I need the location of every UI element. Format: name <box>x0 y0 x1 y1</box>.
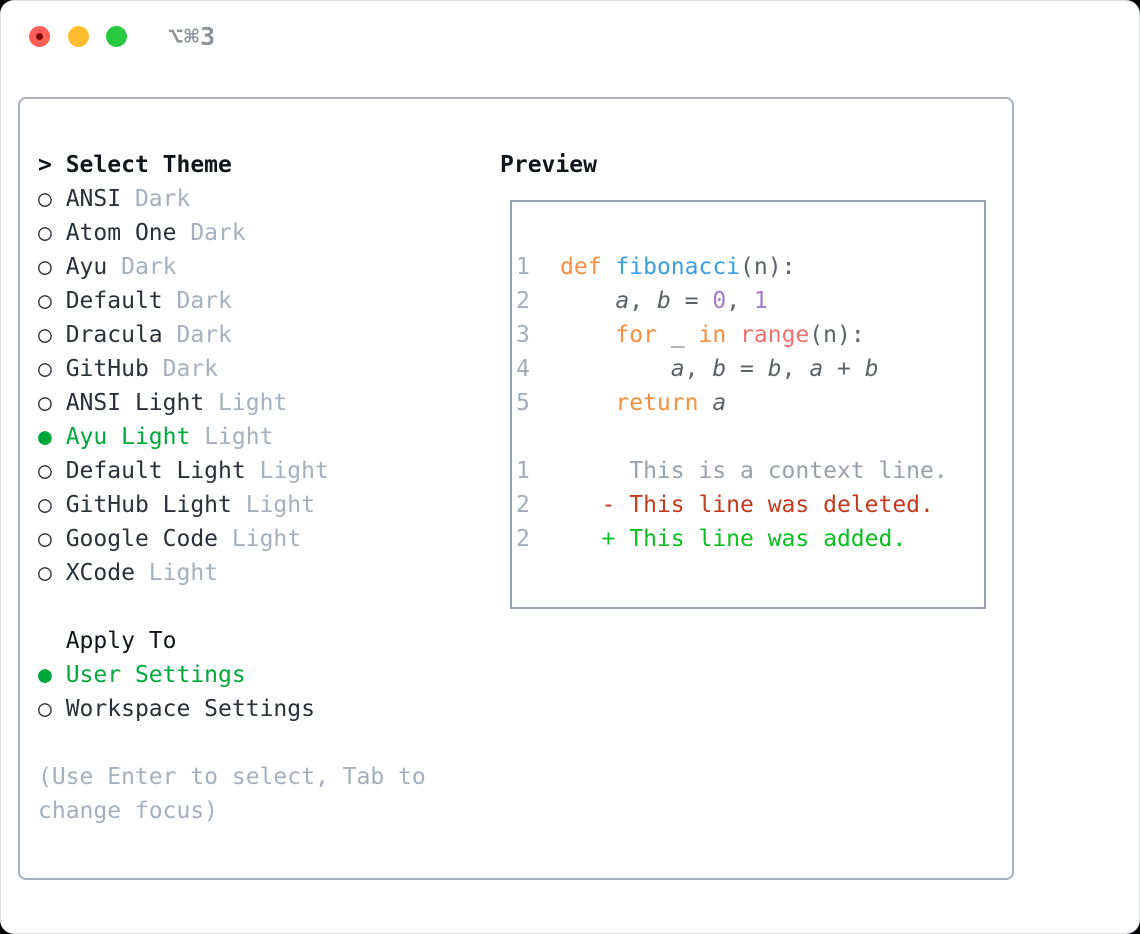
radio-icon: ○ <box>38 696 66 722</box>
added-line: 2 + This line was added. <box>516 522 984 556</box>
radio-icon: ○ <box>38 458 66 484</box>
line-number: 3 <box>516 322 530 348</box>
theme-name: Ayu Light <box>65 424 205 450</box>
radio-icon: ○ <box>38 526 66 552</box>
theme-option-dracula-dark[interactable]: ○ Dracula Dark <box>38 318 426 352</box>
code-line: 3 for _ in range(n): <box>516 318 984 352</box>
theme-option-atom-one-dark[interactable]: ○ Atom One Dark <box>38 216 426 250</box>
apply-to-header: Apply To <box>38 624 426 658</box>
line-number: 1 <box>516 458 530 484</box>
apply-option-user-settings[interactable]: ● User Settings <box>38 658 426 692</box>
theme-variant-badge: Dark <box>190 220 246 246</box>
theme-option-ayu-dark[interactable]: ○ Ayu Dark <box>38 250 426 284</box>
theme-name: XCode <box>65 560 149 586</box>
theme-picker-panel: > Select Theme○ ANSI Dark○ Atom One Dark… <box>18 97 1014 880</box>
radio-icon: ○ <box>38 356 66 382</box>
radio-icon: ○ <box>38 390 66 416</box>
theme-variant-badge: Light <box>245 492 315 518</box>
theme-variant-badge: Dark <box>176 322 232 348</box>
theme-name: Ayu <box>65 254 122 280</box>
theme-name: Default <box>65 288 177 314</box>
code-line: 2 a, b = 0, 1 <box>516 284 984 318</box>
maximize-button[interactable] <box>106 26 127 47</box>
theme-name: GitHub <box>65 356 163 382</box>
focus-caret-icon: > <box>38 152 66 178</box>
deleted-line: 2 - This line was deleted. <box>516 488 984 522</box>
help-text-line-1: (Use Enter to select, Tab to <box>38 764 426 790</box>
theme-variant-badge: Light <box>204 424 274 450</box>
theme-name: ANSI Light <box>65 390 219 416</box>
radio-selected-icon: ● <box>38 662 66 688</box>
code-line: 5 return a <box>516 386 984 420</box>
theme-option-github-dark[interactable]: ○ GitHub Dark <box>38 352 426 386</box>
theme-list: > Select Theme○ ANSI Dark○ Atom One Dark… <box>38 148 426 828</box>
theme-name: GitHub Light <box>65 492 246 518</box>
radio-icon: ○ <box>38 492 66 518</box>
apply-option-label: Workspace Settings <box>65 696 315 722</box>
theme-name: Dracula <box>65 322 177 348</box>
apply-to-title: Apply To <box>38 628 177 654</box>
theme-option-default-light-light[interactable]: ○ Default Light Light <box>38 454 426 488</box>
theme-variant-badge: Light <box>231 526 302 552</box>
theme-name: Default Light <box>65 458 260 484</box>
theme-variant-badge: Light <box>259 458 329 484</box>
record-dot-icon <box>36 33 43 40</box>
code-line: 4 a, b = b, a + b <box>516 352 984 386</box>
theme-name: Atom One <box>65 220 191 246</box>
apply-option-label: User Settings <box>65 662 246 688</box>
theme-option-ayu-light-light[interactable]: ● Ayu Light Light <box>38 420 426 454</box>
theme-option-xcode-light[interactable]: ○ XCode Light <box>38 556 426 590</box>
radio-icon: ○ <box>38 288 66 314</box>
theme-variant-badge: Dark <box>121 254 177 280</box>
window-title: ⌥⌘3 <box>168 22 217 51</box>
preview-heading: Preview <box>500 152 597 178</box>
spacer <box>38 726 426 760</box>
theme-option-ansi-dark[interactable]: ○ ANSI Dark <box>38 182 426 216</box>
line-number: 4 <box>516 356 530 382</box>
theme-variant-badge: Dark <box>162 356 219 382</box>
close-button[interactable] <box>29 26 50 47</box>
radio-icon: ○ <box>38 254 66 280</box>
line-number: 2 <box>516 288 530 314</box>
radio-icon: ○ <box>38 322 66 348</box>
apply-option-workspace-settings[interactable]: ○ Workspace Settings <box>38 692 426 726</box>
radio-icon: ○ <box>38 186 66 212</box>
radio-selected-icon: ● <box>38 424 66 450</box>
theme-variant-badge: Dark <box>134 186 191 212</box>
line-number: 2 <box>516 492 530 518</box>
theme-variant-badge: Light <box>218 390 288 416</box>
select-theme-header: > Select Theme <box>38 148 426 182</box>
theme-variant-badge: Light <box>148 560 219 586</box>
minimize-button[interactable] <box>68 26 89 47</box>
blank-line <box>516 420 984 454</box>
theme-option-github-light-light[interactable]: ○ GitHub Light Light <box>38 488 426 522</box>
theme-option-google-code-light[interactable]: ○ Google Code Light <box>38 522 426 556</box>
line-number: 2 <box>516 526 530 552</box>
theme-option-ansi-light-light[interactable]: ○ ANSI Light Light <box>38 386 426 420</box>
line-number: 5 <box>516 390 530 416</box>
titlebar: ⌥⌘3 <box>0 0 1140 97</box>
radio-icon: ○ <box>38 560 66 586</box>
theme-name: ANSI <box>65 186 135 212</box>
theme-variant-badge: Dark <box>176 288 232 314</box>
radio-icon: ○ <box>38 220 66 246</box>
help-text-line-2: change focus) <box>38 798 219 824</box>
theme-name: Google Code <box>65 526 232 552</box>
theme-option-default-dark[interactable]: ○ Default Dark <box>38 284 426 318</box>
select-theme-title: Select Theme <box>65 152 232 178</box>
spacer <box>38 590 426 624</box>
context-line: 1 This is a context line. <box>516 454 984 488</box>
line-number: 1 <box>516 254 530 280</box>
